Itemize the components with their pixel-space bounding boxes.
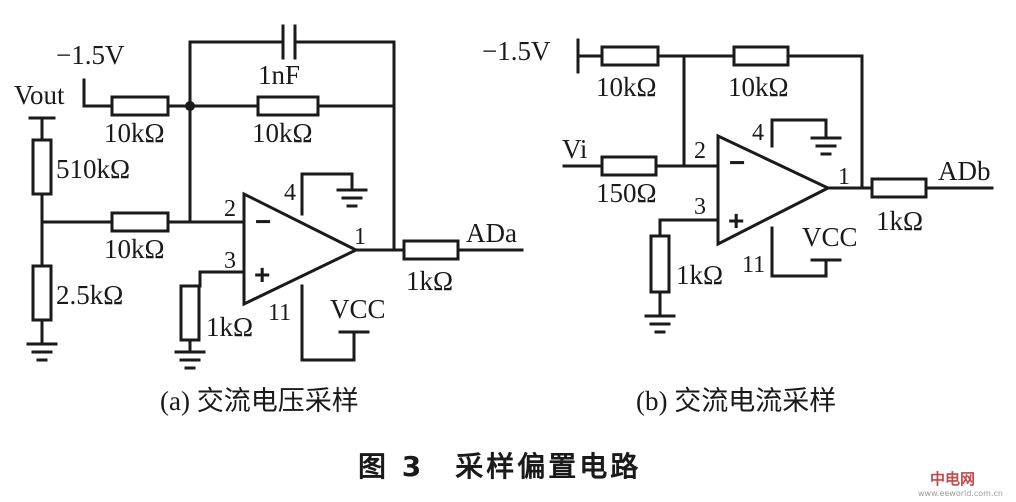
resistor-2.5k — [31, 264, 53, 322]
resistor-label-1k-ground: 1kΩ — [206, 312, 253, 342]
pin-number-11: 11 — [268, 300, 291, 326]
vi-label: Vi — [562, 134, 587, 164]
op-amp-minus-sign: − — [729, 147, 745, 178]
watermark-url: www.eeworld.com.cn — [918, 489, 1003, 498]
pin-number-2: 2 — [694, 138, 706, 164]
pin-number-4: 4 — [284, 180, 296, 206]
resistor-label-10k-feedback: 10kΩ — [252, 118, 313, 148]
output-label-ada: ADa — [466, 218, 517, 248]
resistor-label-10k-input-bottom: 10kΩ — [104, 234, 165, 264]
watermark: 中电网 www.eeworld.com.cn — [918, 470, 1003, 498]
circuit-b-wires — [562, 38, 994, 318]
circuit-b: − + −1.5V 10kΩ 10kΩ Vi 150Ω 1kΩ 1kΩ ADb … — [482, 36, 994, 416]
circuit-a: − + −1.5V Vout 1nF 10kΩ 10kΩ 510kΩ 10kΩ … — [14, 24, 524, 416]
watermark-logo: 中电网 — [930, 470, 975, 488]
resistor-1k-ground — [179, 284, 201, 342]
pin-number-3: 3 — [694, 194, 706, 220]
pin-number-1: 1 — [354, 224, 366, 250]
vcc-label: VCC — [330, 294, 386, 324]
resistor-label-510k: 510kΩ — [56, 154, 130, 184]
resistor-10k-input-bottom — [110, 211, 170, 233]
resistor-10k-left — [600, 45, 660, 67]
ground-symbol — [26, 342, 58, 362]
cap-value-label: 1nF — [258, 60, 300, 90]
neg-supply-label: −1.5V — [482, 36, 551, 66]
resistor-1k-ground — [649, 234, 671, 294]
resistor-label-2.5k: 2.5kΩ — [56, 280, 123, 310]
resistor-150 — [600, 155, 658, 177]
op-amp-a — [242, 191, 360, 307]
vcc-label: VCC — [802, 222, 858, 252]
resistor-label-150: 150Ω — [596, 178, 657, 208]
resistor-1k-output — [870, 177, 928, 199]
op-amp-plus-sign: + — [728, 205, 744, 236]
capacitor-1nf — [281, 24, 297, 60]
resistor-10k-input-top — [110, 95, 170, 117]
pin-number-4: 4 — [752, 120, 764, 146]
ground-symbol — [174, 350, 206, 370]
ground-symbol — [810, 136, 842, 156]
op-amp-b — [716, 133, 832, 247]
figure-title: 图 3 采样偏置电路 — [358, 450, 641, 483]
junction-dot — [185, 101, 195, 111]
resistor-1k-output — [402, 239, 460, 261]
neg-supply-label: −1.5V — [56, 40, 125, 70]
ground-symbol — [336, 188, 368, 208]
vout-label: Vout — [14, 80, 65, 110]
resistor-label-10k-input-top: 10kΩ — [104, 118, 165, 148]
resistor-label-1k-output: 1kΩ — [876, 206, 923, 236]
pin-number-3: 3 — [224, 248, 236, 274]
resistor-label-10k-left: 10kΩ — [596, 72, 657, 102]
pin-number-2: 2 — [224, 196, 236, 222]
resistor-510k — [31, 138, 53, 196]
pin-number-11: 11 — [742, 252, 765, 278]
caption-a: (a) 交流电压采样 — [160, 386, 359, 416]
op-amp-minus-sign: − — [255, 206, 271, 237]
pin-number-1: 1 — [838, 164, 850, 190]
ground-symbol — [644, 314, 676, 334]
output-label-adb: ADb — [938, 156, 991, 186]
resistor-10k-right — [732, 45, 790, 67]
op-amp-plus-sign: + — [254, 259, 270, 290]
resistor-label-1k-ground: 1kΩ — [676, 260, 723, 290]
caption-b: (b) 交流电流采样 — [636, 386, 836, 416]
resistor-label-10k-right: 10kΩ — [728, 72, 789, 102]
resistor-10k-feedback — [256, 95, 320, 117]
resistor-label-1k-output: 1kΩ — [406, 266, 453, 296]
